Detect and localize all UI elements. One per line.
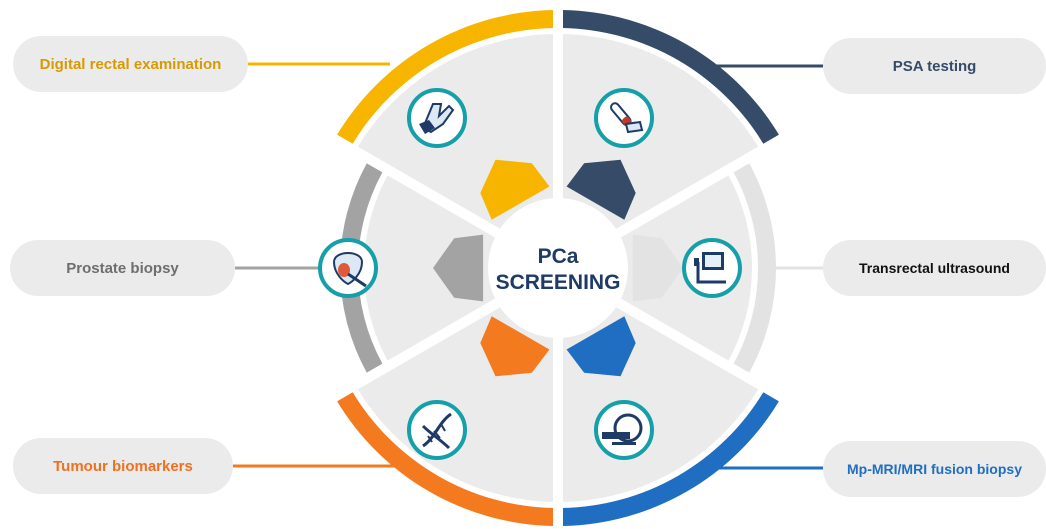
- mri-star-point: [566, 316, 636, 377]
- trus-label: Transrectal ultrasound: [859, 260, 1010, 276]
- psa-arc: [562, 10, 780, 145]
- dre-pill: Digital rectal examination: [13, 36, 248, 92]
- center-circle: [488, 198, 628, 338]
- ultrasound-monitor-icon: [682, 238, 742, 298]
- blood-test-tube-icon: [594, 88, 654, 148]
- mri-scanner-icon: [594, 400, 654, 460]
- center-title-line2: SCREENING: [495, 271, 621, 294]
- psa-pill: PSA testing: [823, 38, 1046, 94]
- biopsy-arc: [340, 162, 384, 374]
- biomarkers-star-point: [480, 316, 550, 377]
- dre-arc: [336, 10, 554, 145]
- biopsy-star-point: [433, 234, 484, 302]
- center-title: PCa SCREENING: [478, 244, 638, 296]
- biomarkers-pill: Tumour biomarkers: [13, 438, 233, 494]
- biomarkers-arc: [336, 391, 554, 526]
- psa-star-point: [566, 159, 636, 220]
- dna-helix-icon: [407, 400, 467, 460]
- psa-label: PSA testing: [892, 57, 977, 75]
- prostate-needle-icon: [318, 238, 378, 298]
- biopsy-pill: Prostate biopsy: [10, 240, 235, 296]
- trus-arc: [732, 162, 776, 374]
- trus-pill: Transrectal ultrasound: [823, 240, 1046, 296]
- biomarkers-label: Tumour biomarkers: [53, 457, 193, 475]
- mri-pill: Mp-MRI/MRI fusion biopsy: [823, 441, 1046, 497]
- center-title-line1: PCa: [537, 245, 579, 268]
- mri-arc: [562, 391, 780, 526]
- biopsy-label: Prostate biopsy: [66, 259, 179, 277]
- dre-star-point: [480, 159, 550, 220]
- mri-label: Mp-MRI/MRI fusion biopsy: [847, 461, 1022, 477]
- dre-label: Digital rectal examination: [39, 55, 222, 73]
- trus-star-point: [632, 234, 683, 302]
- gloved-hand-icon: [407, 88, 467, 148]
